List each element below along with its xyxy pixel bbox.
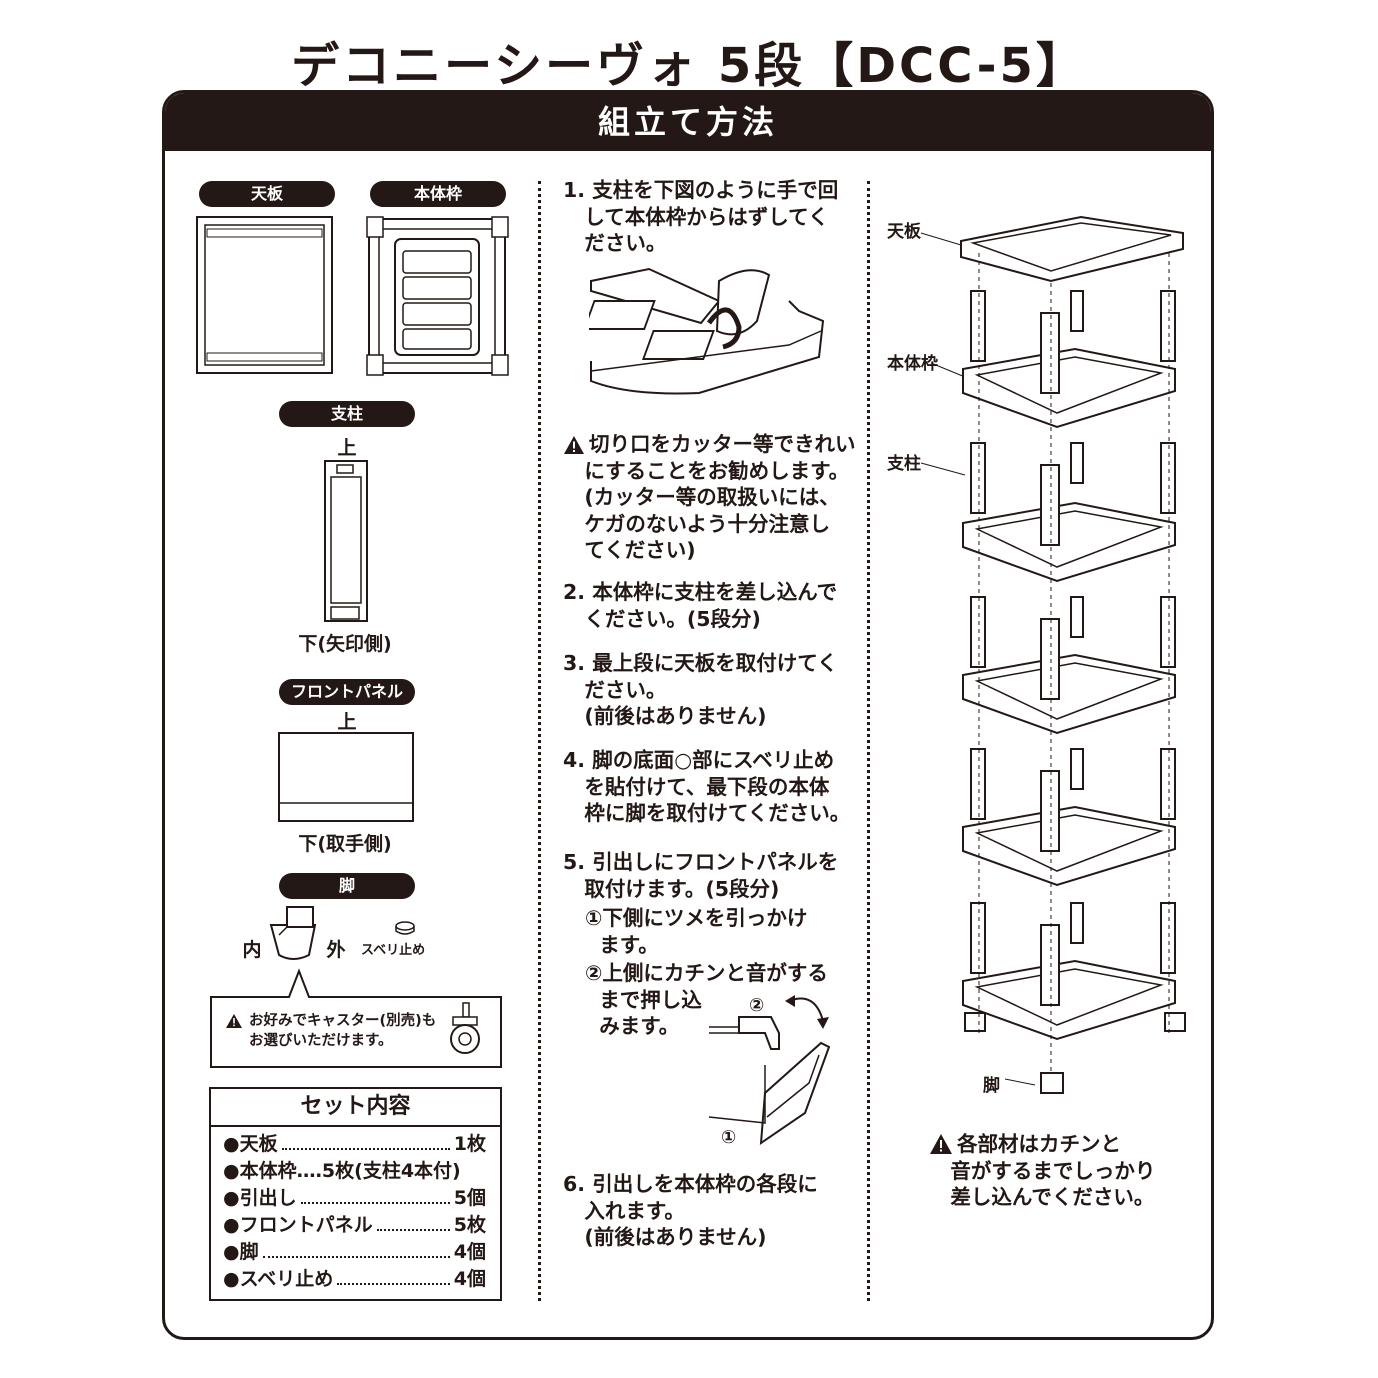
hontai-drawing <box>365 215 510 377</box>
front-top-label: 上 <box>337 711 357 733</box>
hontai-pill: 本体枠 <box>370 181 506 207</box>
instruction-panel: 組立て方法 天板 本体枠 支柱 上 <box>162 90 1214 1340</box>
shichu-bottom-label: 下(矢印側) <box>298 633 392 655</box>
caution-icon <box>563 435 585 455</box>
column-divider <box>867 181 870 1301</box>
tier <box>962 290 1176 429</box>
ashi-outer-label: 外 <box>326 939 346 961</box>
set-contents-title: セット内容 <box>211 1089 500 1127</box>
step-5a: ①下側にツメを引っかけ ます。 <box>585 906 808 957</box>
exploded-diagram <box>875 213 1195 1113</box>
step-1-illustration <box>589 261 829 397</box>
shichu-top-label: 上 <box>337 437 357 459</box>
tenban-pill: 天板 <box>199 181 335 207</box>
step-5b: ②上側にカチンと音がする まで押し込 みます。 <box>585 961 828 1038</box>
ashi-drawing <box>265 905 321 965</box>
diagram-label-shichu: 支柱 <box>887 454 921 474</box>
step-4: 4. 脚の底面○部にスベリ止め を貼付けて、最下段の本体 枠に脚を取付けてくださ… <box>563 748 851 825</box>
step-1: 1. 支柱を下図のように手で回 して本体枠からはずしてく ださい。 <box>563 178 839 255</box>
caster-note-box <box>209 967 504 1071</box>
circle-2-marker: ② <box>749 995 765 1016</box>
step-2: 2. 本体枠に支柱を差し込んで ください。(5段分) <box>563 580 838 631</box>
suberi-icon <box>394 921 416 937</box>
column-divider <box>538 181 541 1301</box>
diagram-note: 各部材はカチンと 音がするまでしっかり 差し込んでください。 <box>950 1132 1156 1209</box>
step-6: 6. 引出しを本体枠の各段に 入れます。 (前後はありません) <box>563 1172 818 1249</box>
shichu-drawing <box>323 459 371 625</box>
caution-cut: 切り口をカッター等できれい にすることをお勧めします。 (カッター等の取扱いには… <box>584 432 856 562</box>
step-5: 5. 引出しにフロントパネルを 取付けます。(5段分) <box>563 850 839 901</box>
suberi-label: スベリ止め <box>361 943 426 958</box>
step-5-illustration <box>705 993 855 1153</box>
diagram-warning-icon <box>929 1133 953 1155</box>
front-bottom-label: 下(取手側) <box>298 833 392 855</box>
caster-icon <box>447 1001 483 1057</box>
caster-note-line: お好みでキャスター(別売)も <box>249 1013 437 1029</box>
diagram-label-tenban: 天板 <box>887 222 921 242</box>
tenban-drawing <box>195 215 335 377</box>
diagram-label-hontai: 本体枠 <box>887 354 938 374</box>
set-row: ●本体枠‥‥5枚(支柱4本付) <box>223 1160 461 1182</box>
circle-1-marker: ① <box>721 1127 737 1148</box>
caster-note-line: お選びいただけます。 <box>249 1033 393 1049</box>
front-panel-drawing <box>277 731 417 825</box>
ashi-pill: 脚 <box>279 873 415 899</box>
caster-note-text: お好みでキャスター(別売)も お選びいただけます。 <box>249 1011 436 1051</box>
step-3: 3. 最上段に天板を取付けてく ださい。 (前後はありません) <box>563 651 838 728</box>
section-header: 組立て方法 <box>165 93 1211 151</box>
shichu-pill: 支柱 <box>279 401 415 427</box>
diagram-label-ashi: 脚 <box>983 1076 1000 1096</box>
warning-icon <box>225 1013 243 1029</box>
front-panel-pill: フロントパネル <box>279 679 415 705</box>
ashi-inner-label: 内 <box>242 939 262 961</box>
page-title: デコニーシーヴォ 5段【DCC-5】 <box>291 38 1087 94</box>
